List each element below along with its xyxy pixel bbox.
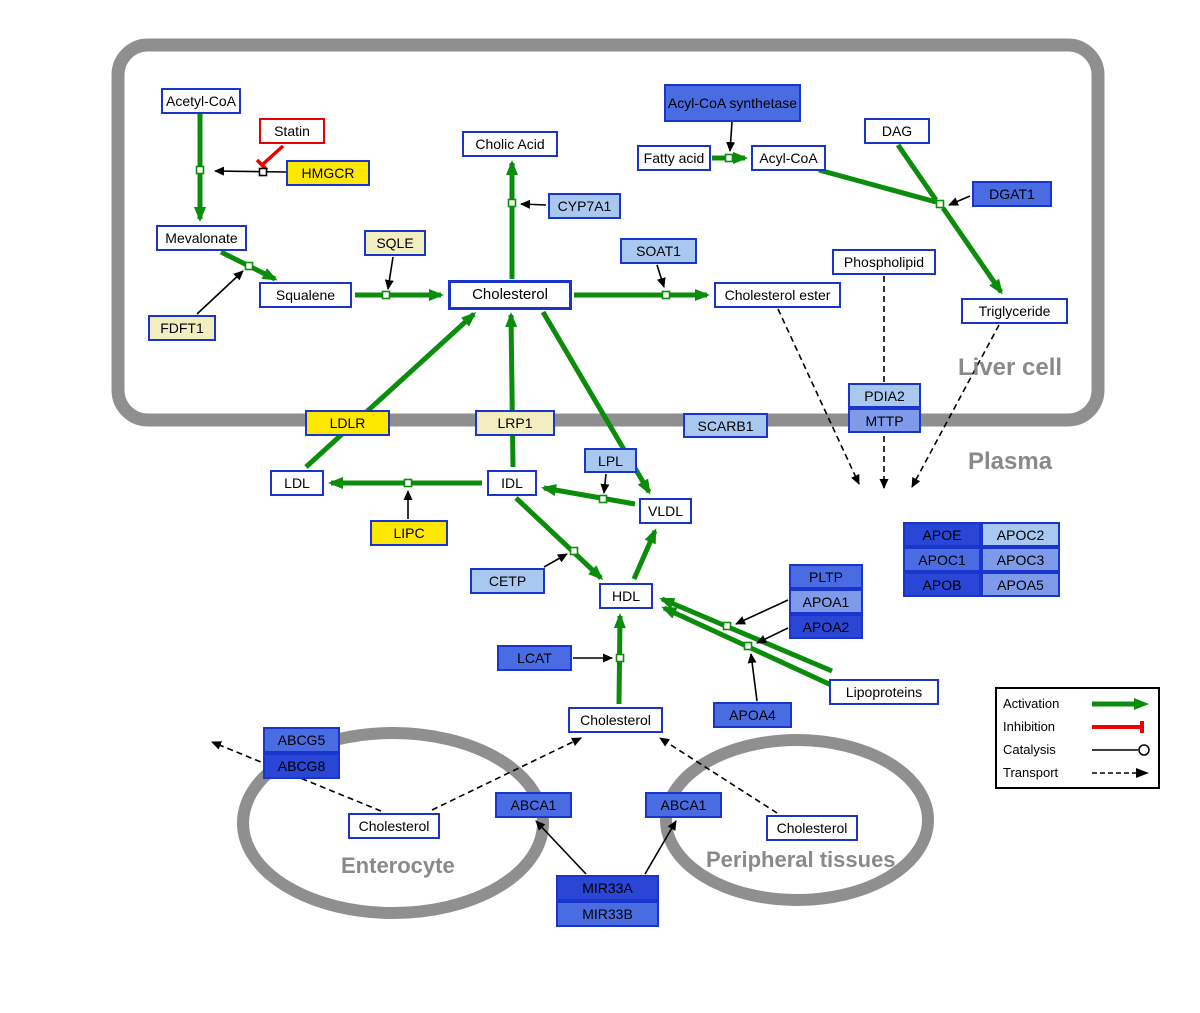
node-apoe[interactable]: APOE — [903, 522, 981, 547]
legend: Activation Inhibition Catalysis Transpor… — [995, 687, 1160, 789]
node-mttp[interactable]: MTTP — [848, 408, 921, 433]
node-apob[interactable]: APOB — [903, 572, 981, 597]
node-dgat1[interactable]: DGAT1 — [972, 181, 1052, 207]
node-abcg5[interactable]: ABCG5 — [263, 727, 340, 753]
peripheral-tissues-membrane — [660, 734, 934, 906]
node-pltp[interactable]: PLTP — [789, 564, 863, 589]
legend-row-transport: Transport — [1003, 762, 1152, 784]
legend-transport-label: Transport — [1003, 765, 1059, 780]
node-lipc[interactable]: LIPC — [370, 520, 448, 546]
node-acetyl-coa[interactable]: Acetyl-CoA — [161, 88, 241, 114]
legend-row-activation: Activation — [1003, 693, 1152, 715]
catalysis-edges — [196, 121, 971, 875]
legend-inhibition-label: Inhibition — [1003, 719, 1056, 734]
node-cholesterol-ester[interactable]: Cholesterol ester — [714, 282, 841, 308]
node-apoc1[interactable]: APOC1 — [903, 547, 981, 572]
node-sqle[interactable]: SQLE — [364, 230, 426, 256]
node-apoa5[interactable]: APOA5 — [981, 572, 1060, 597]
node-scarb1[interactable]: SCARB1 — [683, 413, 768, 438]
node-lpl[interactable]: LPL — [584, 448, 637, 473]
node-hdl[interactable]: HDL — [599, 583, 653, 609]
node-soat1[interactable]: SOAT1 — [620, 238, 697, 264]
node-lrp1[interactable]: LRP1 — [475, 410, 555, 436]
legend-catalysis-label: Catalysis — [1003, 742, 1056, 757]
peripheral-tissues-label: Peripheral tissues — [706, 847, 896, 872]
node-cholesterol-liver[interactable]: Cholesterol — [448, 280, 572, 310]
node-apoa4[interactable]: APOA4 — [713, 702, 792, 728]
node-acyl-coa-synthetase[interactable]: Acyl-CoA synthetase — [664, 84, 801, 122]
node-abcg8[interactable]: ABCG8 — [263, 753, 340, 779]
node-pdia2[interactable]: PDIA2 — [848, 383, 921, 408]
node-squalene[interactable]: Squalene — [259, 282, 352, 308]
liver-cell-label: Liver cell — [958, 354, 1063, 381]
node-apoc2[interactable]: APOC2 — [981, 522, 1060, 547]
activation-arrow-icon — [1092, 697, 1149, 710]
liver-cell-membrane — [111, 38, 1105, 427]
node-cholic-acid[interactable]: Cholic Acid — [462, 131, 558, 157]
node-mir33a[interactable]: MIR33A — [556, 875, 659, 901]
reaction-node-squares — [195, 153, 945, 663]
node-cholesterol-peripheral[interactable]: Cholesterol — [766, 815, 858, 841]
transport-dashed-arrow-icon — [1092, 767, 1149, 778]
node-cetp[interactable]: CETP — [470, 568, 545, 594]
node-apoc3[interactable]: APOC3 — [981, 547, 1060, 572]
node-lipoproteins[interactable]: Lipoproteins — [829, 679, 939, 705]
node-acyl-coa[interactable]: Acyl-CoA — [751, 145, 826, 171]
node-apoa2[interactable]: APOA2 — [789, 614, 863, 639]
node-abca1-peripheral[interactable]: ABCA1 — [645, 792, 722, 818]
plasma-label: Plasma — [968, 448, 1053, 475]
node-cholesterol-enterocyte[interactable]: Cholesterol — [348, 813, 440, 839]
node-ldlr[interactable]: LDLR — [305, 410, 390, 436]
node-vldl[interactable]: VLDL — [639, 498, 692, 524]
node-mevalonate[interactable]: Mevalonate — [156, 225, 247, 251]
node-fdft1[interactable]: FDFT1 — [148, 315, 216, 341]
node-mir33b[interactable]: MIR33B — [556, 901, 659, 927]
node-triglyceride[interactable]: Triglyceride — [961, 298, 1068, 324]
legend-row-inhibition: Inhibition — [1003, 716, 1152, 738]
inhibition-tbar-icon — [1092, 720, 1144, 733]
node-fatty-acid[interactable]: Fatty acid — [637, 145, 711, 171]
node-ldl[interactable]: LDL — [270, 470, 324, 496]
node-cholesterol-plasma[interactable]: Cholesterol — [568, 707, 663, 733]
transport-edges — [211, 276, 1000, 814]
node-cyp7a1[interactable]: CYP7A1 — [548, 193, 621, 219]
inhibition-edge — [255, 144, 285, 172]
enterocyte-label: Enterocyte — [341, 853, 455, 878]
catalysis-circle-icon — [1092, 743, 1150, 756]
legend-row-catalysis: Catalysis — [1003, 739, 1152, 761]
node-idl[interactable]: IDL — [487, 470, 537, 496]
node-statin[interactable]: Statin — [259, 118, 325, 144]
legend-activation-label: Activation — [1003, 696, 1060, 711]
node-lcat[interactable]: LCAT — [497, 645, 572, 671]
node-phospholipid[interactable]: Phospholipid — [832, 249, 936, 275]
node-abca1-enterocyte[interactable]: ABCA1 — [495, 792, 572, 818]
node-apoa1[interactable]: APOA1 — [789, 589, 863, 614]
node-hmgcr[interactable]: HMGCR — [286, 160, 370, 186]
node-dag[interactable]: DAG — [864, 118, 930, 144]
